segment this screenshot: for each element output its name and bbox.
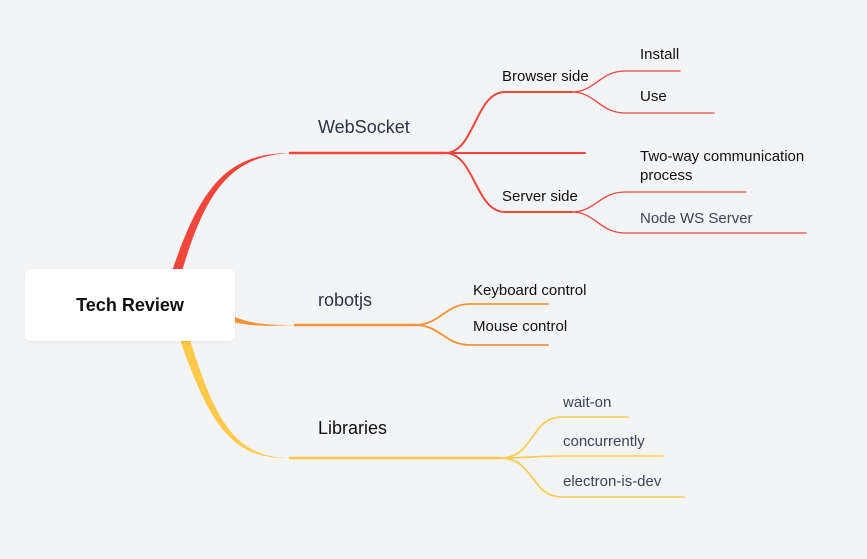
node-keyboard-control[interactable]: Keyboard control (473, 282, 587, 299)
connector-root-websocket (172, 153, 290, 271)
node-wait-on[interactable]: wait-on (563, 394, 612, 411)
node-use[interactable]: Use (640, 88, 667, 105)
branch-libraries-label[interactable]: Libraries (318, 418, 388, 438)
node-two-way-communication[interactable]: Two-way communication process (640, 148, 805, 184)
node-mouse-control[interactable]: Mouse control (473, 318, 568, 335)
branch-robotjs-label[interactable]: robotjs (318, 290, 373, 310)
node-install[interactable]: Install (640, 46, 680, 63)
node-electron-is-dev[interactable]: electron-is-dev (563, 473, 662, 490)
branch-websocket-label[interactable]: WebSocket (318, 117, 410, 137)
node-browser-side[interactable]: Browser side (502, 68, 589, 85)
connector-root-robotjs (232, 316, 295, 326)
node-node-ws-server[interactable]: Node WS Server (640, 210, 753, 227)
branch-robotjs-lines (293, 303, 549, 346)
node-server-side[interactable]: Server side (502, 188, 578, 205)
root-node-label: Tech Review (76, 294, 184, 315)
root-node[interactable]: Tech Review (25, 269, 235, 341)
branch-websocket-lines (288, 70, 807, 234)
node-concurrently[interactable]: concurrently (563, 433, 645, 450)
connector-root-libraries (180, 340, 290, 459)
branch-libraries-lines (288, 416, 685, 498)
